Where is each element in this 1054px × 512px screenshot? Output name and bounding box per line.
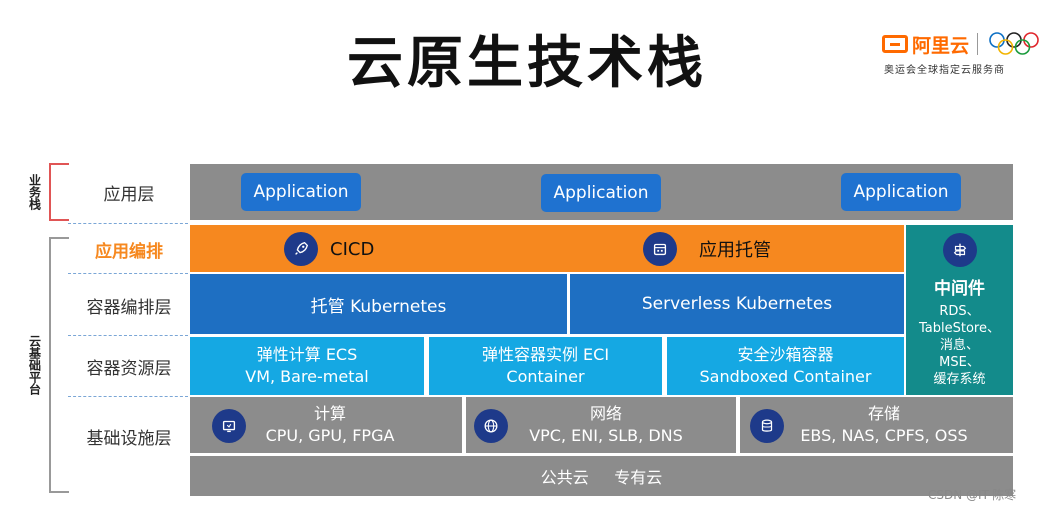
business-stack-text: 业务栈 — [27, 174, 42, 210]
middleware-item: 缓存系统 — [933, 372, 986, 387]
ecs-sub: VM, Bare-metal — [245, 367, 369, 386]
cloud-types-block: 公共云 专有云 — [190, 456, 1013, 496]
signpost-icon — [942, 233, 977, 267]
logo-slogan: 奥运会全球指定云服务商 — [884, 65, 1005, 76]
calendar-icon — [643, 232, 677, 266]
middleware-title: 中间件 — [934, 279, 985, 299]
aliyun-logo: 阿里云 — [882, 33, 972, 57]
sandbox-sub: Sandboxed Container — [699, 367, 872, 386]
compute-title: 计算 — [313, 404, 346, 423]
aliyun-logo-icon — [882, 35, 908, 53]
network-sub: VPC, ENI, SLB, DNS — [529, 426, 683, 445]
compute-text: 计算 CPU, GPU, FPGA — [250, 403, 410, 447]
cicd-label: CICD — [330, 238, 375, 260]
application-button[interactable]: Application — [541, 174, 661, 212]
hosting-label: 应用托管 — [699, 240, 771, 261]
layer-label-orchestration: 应用编排 — [95, 241, 163, 262]
rocket-icon — [284, 232, 318, 266]
layer-label-container-resource: 容器资源层 — [86, 358, 172, 379]
page-title: 云原生技术栈 — [347, 30, 707, 96]
network-text: 网络 VPC, ENI, SLB, DNS — [516, 403, 696, 447]
business-stack-label: 业务栈 — [24, 163, 44, 221]
managed-kubernetes-block: 托管 Kubernetes — [190, 274, 567, 334]
network-title: 网络 — [589, 404, 622, 423]
network-block: 网络 VPC, ENI, SLB, DNS — [466, 397, 736, 453]
middleware-item: RDS、 — [939, 304, 980, 319]
eci-sub: Container — [506, 367, 585, 386]
application-button[interactable]: Application — [841, 173, 961, 211]
serverless-kubernetes-block: Serverless Kubernetes — [570, 274, 904, 334]
olympic-rings-icon — [989, 32, 1039, 55]
storage-sub: EBS, NAS, CPFS, OSS — [800, 426, 968, 445]
platform-bracket-top — [49, 237, 69, 239]
eci-title: 弹性容器实例 ECI — [481, 345, 610, 364]
business-bracket-top — [49, 163, 69, 165]
compute-block: 计算 CPU, GPU, FPGA — [190, 397, 462, 453]
middleware-item: MSE、 — [939, 355, 980, 370]
middleware-item: 消息、 — [939, 338, 979, 353]
monitor-icon — [212, 409, 246, 443]
layer-label-container-orchestration: 容器编排层 — [86, 297, 172, 318]
platform-bracket-bottom — [49, 491, 69, 493]
platform-bracket — [49, 237, 51, 493]
separator-line — [68, 396, 188, 397]
application-button[interactable]: Application — [241, 173, 361, 211]
hosting-item: 应用托管 — [643, 231, 793, 267]
sandbox-block: 安全沙箱容器 Sandboxed Container — [667, 337, 904, 395]
globe-icon — [474, 409, 508, 443]
storage-text: 存储 EBS, NAS, CPFS, OSS — [784, 403, 984, 447]
ecs-title: 弹性计算 ECS — [256, 345, 358, 364]
middleware-item: TableStore、 — [919, 321, 1000, 336]
database-icon — [750, 409, 784, 443]
separator-line — [68, 223, 188, 224]
ecs-block: 弹性计算 ECS VM, Bare-metal — [190, 337, 424, 395]
aliyun-brand-text: 阿里云 — [912, 34, 970, 57]
platform-label: 云基础平台 — [24, 310, 44, 420]
cicd-item: CICD — [284, 231, 394, 267]
platform-text: 云基础平台 — [27, 335, 42, 395]
watermark: CSDN @IT-陈寒 — [928, 488, 1017, 502]
compute-sub: CPU, GPU, FPGA — [265, 426, 395, 445]
separator-line — [68, 273, 188, 274]
business-bracket-bottom — [49, 219, 69, 221]
layer-label-app: 应用层 — [103, 184, 155, 205]
layer-label-infrastructure: 基础设施层 — [86, 428, 172, 449]
eci-block: 弹性容器实例 ECI Container — [429, 337, 662, 395]
separator-line — [68, 335, 188, 336]
middleware-block: 中间件 RDS、 TableStore、 消息、 MSE、 缓存系统 — [906, 225, 1013, 395]
storage-block: 存储 EBS, NAS, CPFS, OSS — [740, 397, 1013, 453]
logo-divider — [977, 33, 978, 55]
business-bracket — [49, 163, 69, 221]
storage-title: 存储 — [867, 404, 900, 423]
sandbox-title: 安全沙箱容器 — [737, 345, 834, 364]
